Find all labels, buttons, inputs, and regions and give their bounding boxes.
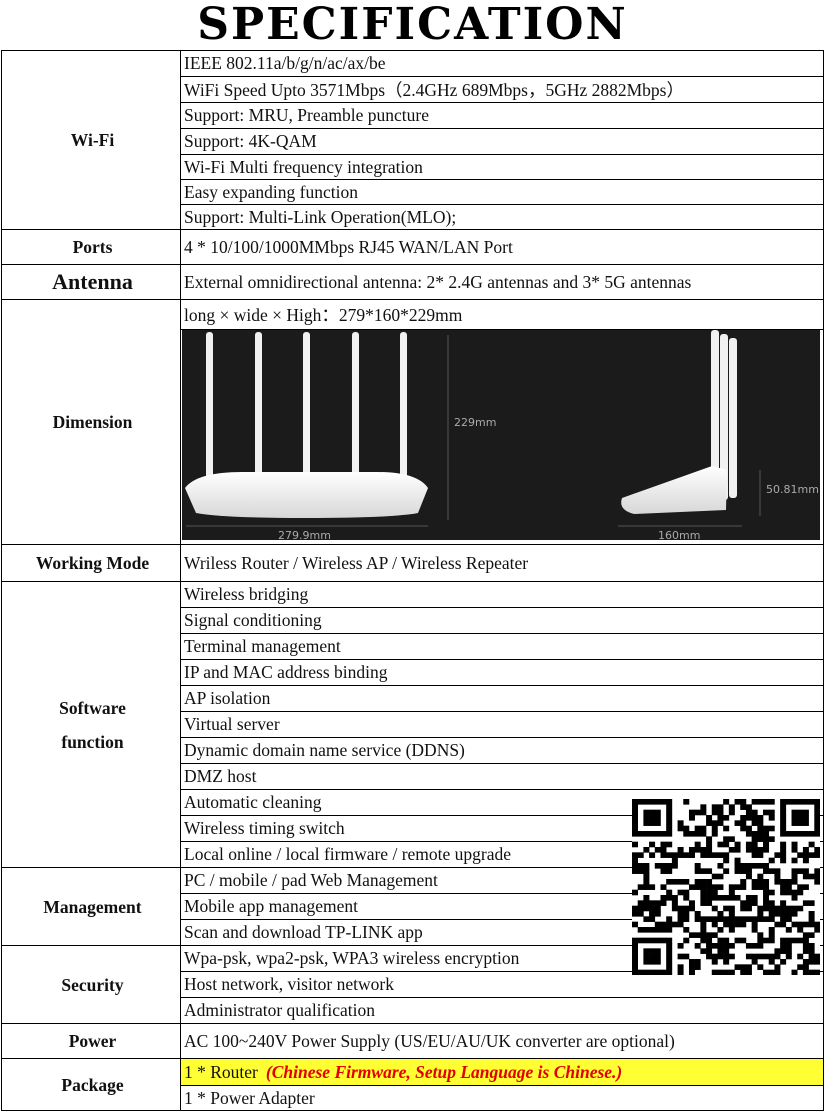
- height-label: 229mm: [454, 416, 496, 429]
- qr-code-icon: [632, 799, 820, 975]
- software-item: Signal conditioning: [180, 607, 824, 634]
- power-value: AC 100~240V Power Supply (US/EU/AU/UK co…: [180, 1023, 824, 1059]
- dimension-label: Dimension: [1, 299, 181, 545]
- package-item-adapter: 1 * Power Adapter: [180, 1085, 824, 1111]
- dimension-photo-cell: 229mm 279.9mm 50.81mm 160mm: [180, 329, 824, 545]
- wifi-item: IEEE 802.11a/b/g/n/ac/ax/be: [180, 50, 824, 77]
- security-label: Security: [1, 945, 181, 1024]
- firmware-note: (Chinese Firmware, Setup Language is Chi…: [265, 1061, 623, 1082]
- side-height-label: 50.81mm: [766, 483, 819, 496]
- antenna-label: Antenna: [1, 264, 181, 300]
- security-item: Administrator qualification: [180, 997, 824, 1024]
- package-item-router: 1 * Router (Chinese Firmware, Setup Langu…: [180, 1058, 824, 1086]
- wifi-item: Support: 4K-QAM: [180, 128, 824, 155]
- package-item-router-text: 1 * Router: [184, 1061, 258, 1082]
- ports-value: 4 * 10/100/1000MMbps RJ45 WAN/LAN Port: [180, 229, 824, 265]
- power-label: Power: [1, 1023, 181, 1059]
- wifi-item: Support: MRU, Preamble puncture: [180, 102, 824, 129]
- working-mode-value: Wriless Router / Wireless AP / Wireless …: [180, 544, 824, 582]
- software-item: Dynamic domain name service (DDNS): [180, 737, 824, 764]
- wifi-item: Wi-Fi Multi frequency integration: [180, 154, 824, 180]
- qr-code[interactable]: [632, 799, 820, 975]
- wifi-item: Support: Multi-Link Operation(MLO);: [180, 204, 824, 230]
- working-mode-label: Working Mode: [1, 544, 181, 582]
- software-item: DMZ host: [180, 763, 824, 790]
- security-item: Host network, visitor network: [180, 971, 824, 998]
- package-label: Package: [1, 1058, 181, 1111]
- router-image: 229mm 279.9mm 50.81mm 160mm: [185, 330, 819, 540]
- ports-label: Ports: [1, 229, 181, 265]
- software-item: IP and MAC address binding: [180, 659, 824, 686]
- wifi-item: Easy expanding function: [180, 179, 824, 205]
- width-label: 279.9mm: [278, 529, 331, 540]
- software-label-line2: function: [61, 731, 124, 752]
- page-title: SPECIFICATION: [197, 0, 628, 50]
- dimension-value: long × wide × High：279*160*229mm: [180, 299, 824, 330]
- software-label: Software function: [1, 581, 181, 868]
- software-item: AP isolation: [180, 685, 824, 712]
- software-item: Terminal management: [180, 633, 824, 660]
- wifi-label: Wi-Fi: [1, 50, 181, 230]
- depth-label: 160mm: [658, 529, 700, 540]
- management-label: Management: [1, 867, 181, 946]
- software-label-line1: Software: [59, 697, 126, 718]
- router-photo: 229mm 279.9mm 50.81mm 160mm: [182, 330, 820, 540]
- antenna-value: External omnidirectional antenna: 2* 2.4…: [180, 264, 824, 300]
- wifi-item: WiFi Speed Upto 3571Mbps（2.4GHz 689Mbps，…: [180, 76, 824, 103]
- software-item: Virtual server: [180, 711, 824, 738]
- software-item: Wireless bridging: [180, 581, 824, 608]
